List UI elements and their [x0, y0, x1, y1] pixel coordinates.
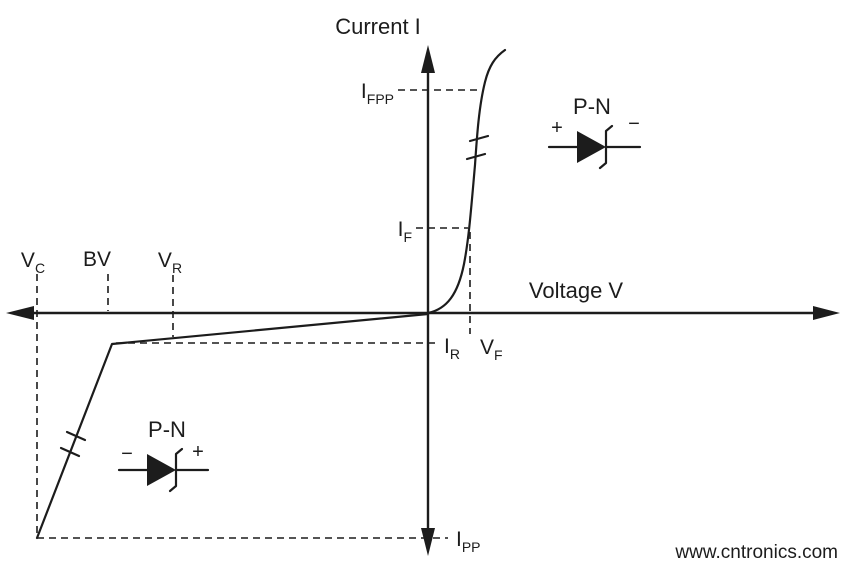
forward-diode-minus-sign: −: [628, 113, 640, 135]
axes: [6, 45, 840, 556]
watermark-text: www.cntronics.com: [674, 542, 838, 563]
ifpp-label: IFPP: [361, 80, 394, 107]
reverse-diode-symbol: P-N − +: [117, 417, 210, 493]
vr-label: VR: [158, 249, 182, 276]
forward-diode-plus-sign: +: [551, 117, 563, 139]
vf-label: VF: [480, 336, 503, 363]
forward-curve-break-icon: [465, 134, 490, 161]
reverse-diode-plus-sign: +: [192, 441, 204, 463]
forward-curve: [426, 48, 507, 315]
diode-triangle-icon: [147, 454, 176, 486]
voltage-axis-label: Voltage V: [529, 278, 624, 303]
current-axis-up-arrow-icon: [421, 45, 435, 73]
vc-label: VC: [21, 249, 45, 276]
bv-label: BV: [83, 248, 111, 271]
forward-diode-pn-label: P-N: [573, 94, 611, 119]
reverse-diode-minus-sign: −: [121, 443, 133, 465]
voltage-axis-left-arrow-icon: [6, 306, 34, 320]
break-tick: [465, 152, 487, 161]
break-tick: [59, 446, 81, 458]
ir-label: IR: [444, 335, 460, 362]
reverse-diode-pn-label: P-N: [148, 417, 186, 442]
diode-triangle-icon: [577, 131, 606, 163]
if-label: IF: [398, 218, 412, 245]
voltage-axis-right-arrow-icon: [813, 306, 840, 320]
reverse-curve: [35, 312, 430, 540]
break-tick: [468, 134, 490, 143]
guide-lines: [36, 89, 481, 539]
current-axis-down-arrow-icon: [421, 528, 435, 556]
current-axis-label: Current I: [335, 14, 421, 39]
ipp-label: IPP: [456, 528, 481, 555]
reverse-curve-break-icon: [59, 430, 87, 458]
forward-diode-symbol: P-N + −: [547, 94, 642, 170]
break-tick: [65, 430, 87, 442]
